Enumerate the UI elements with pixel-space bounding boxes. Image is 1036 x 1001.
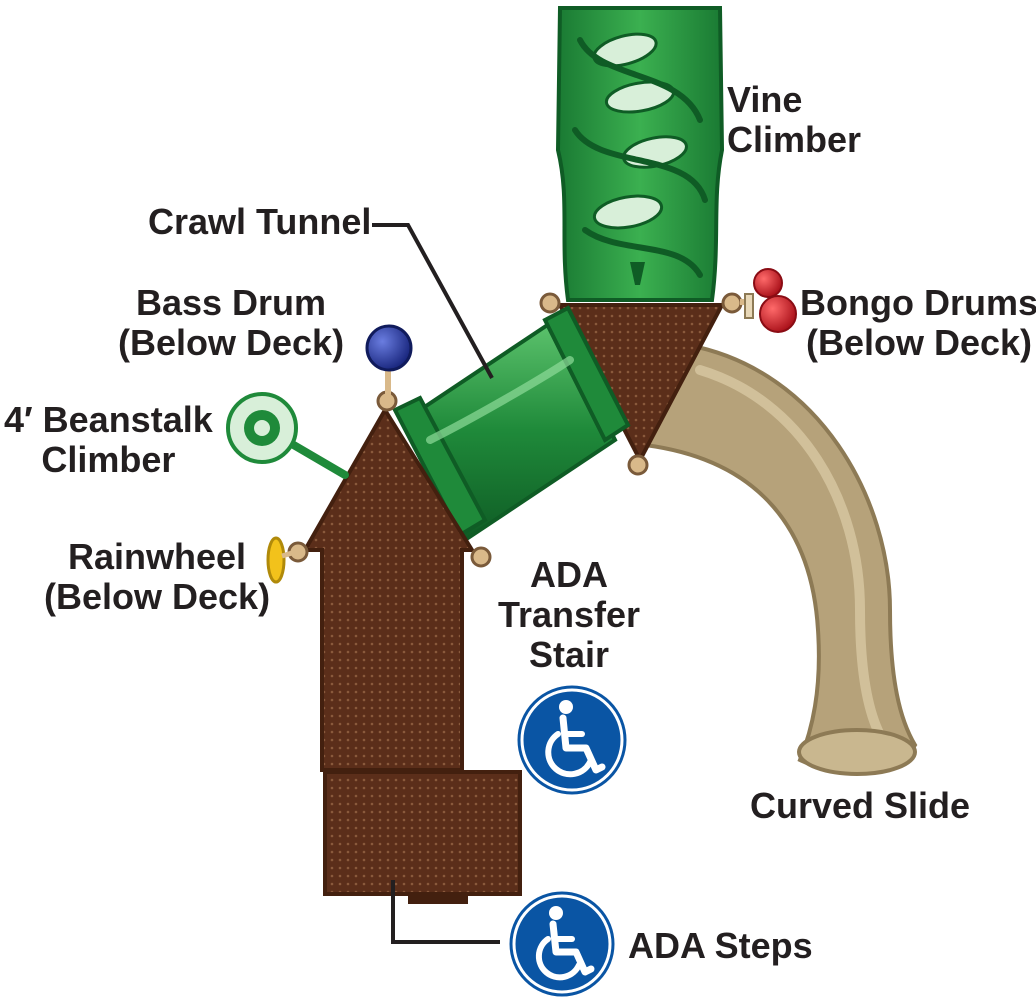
rainwheel-label: Rainwheel (Below Deck) [44, 536, 271, 617]
curved-slide [642, 342, 918, 776]
bongo-drums [740, 268, 797, 333]
beanstalk-climber-label: 4′ Beanstalk Climber [4, 399, 213, 480]
bass-drum [365, 324, 413, 395]
bongo-drums-label: Bongo Drums (Below Deck) [800, 282, 1036, 363]
bass-drum-label: Bass Drum (Below Deck) [118, 282, 345, 363]
beanstalk-climber [226, 392, 349, 479]
rainwheel [266, 536, 293, 584]
crawl-tunnel-label: Crawl Tunnel [148, 201, 372, 242]
leader-lines [372, 223, 500, 944]
crawl-tunnel-leader [372, 223, 494, 379]
wheelchair-accessible-icon [514, 682, 630, 798]
crawl-tunnel [392, 305, 631, 543]
ada-steps-label: ADA Steps [628, 925, 813, 966]
vine-climber [555, 6, 725, 302]
vine-climber-label: Vine Climber [727, 79, 862, 160]
wheelchair-accessible-icon [506, 888, 618, 1000]
ada-steps-leader [391, 880, 500, 944]
transfer-stair-block [323, 770, 522, 904]
curved-slide-label: Curved Slide [750, 785, 971, 826]
ada-transfer-stair-label: ADA Transfer Stair [497, 554, 641, 675]
